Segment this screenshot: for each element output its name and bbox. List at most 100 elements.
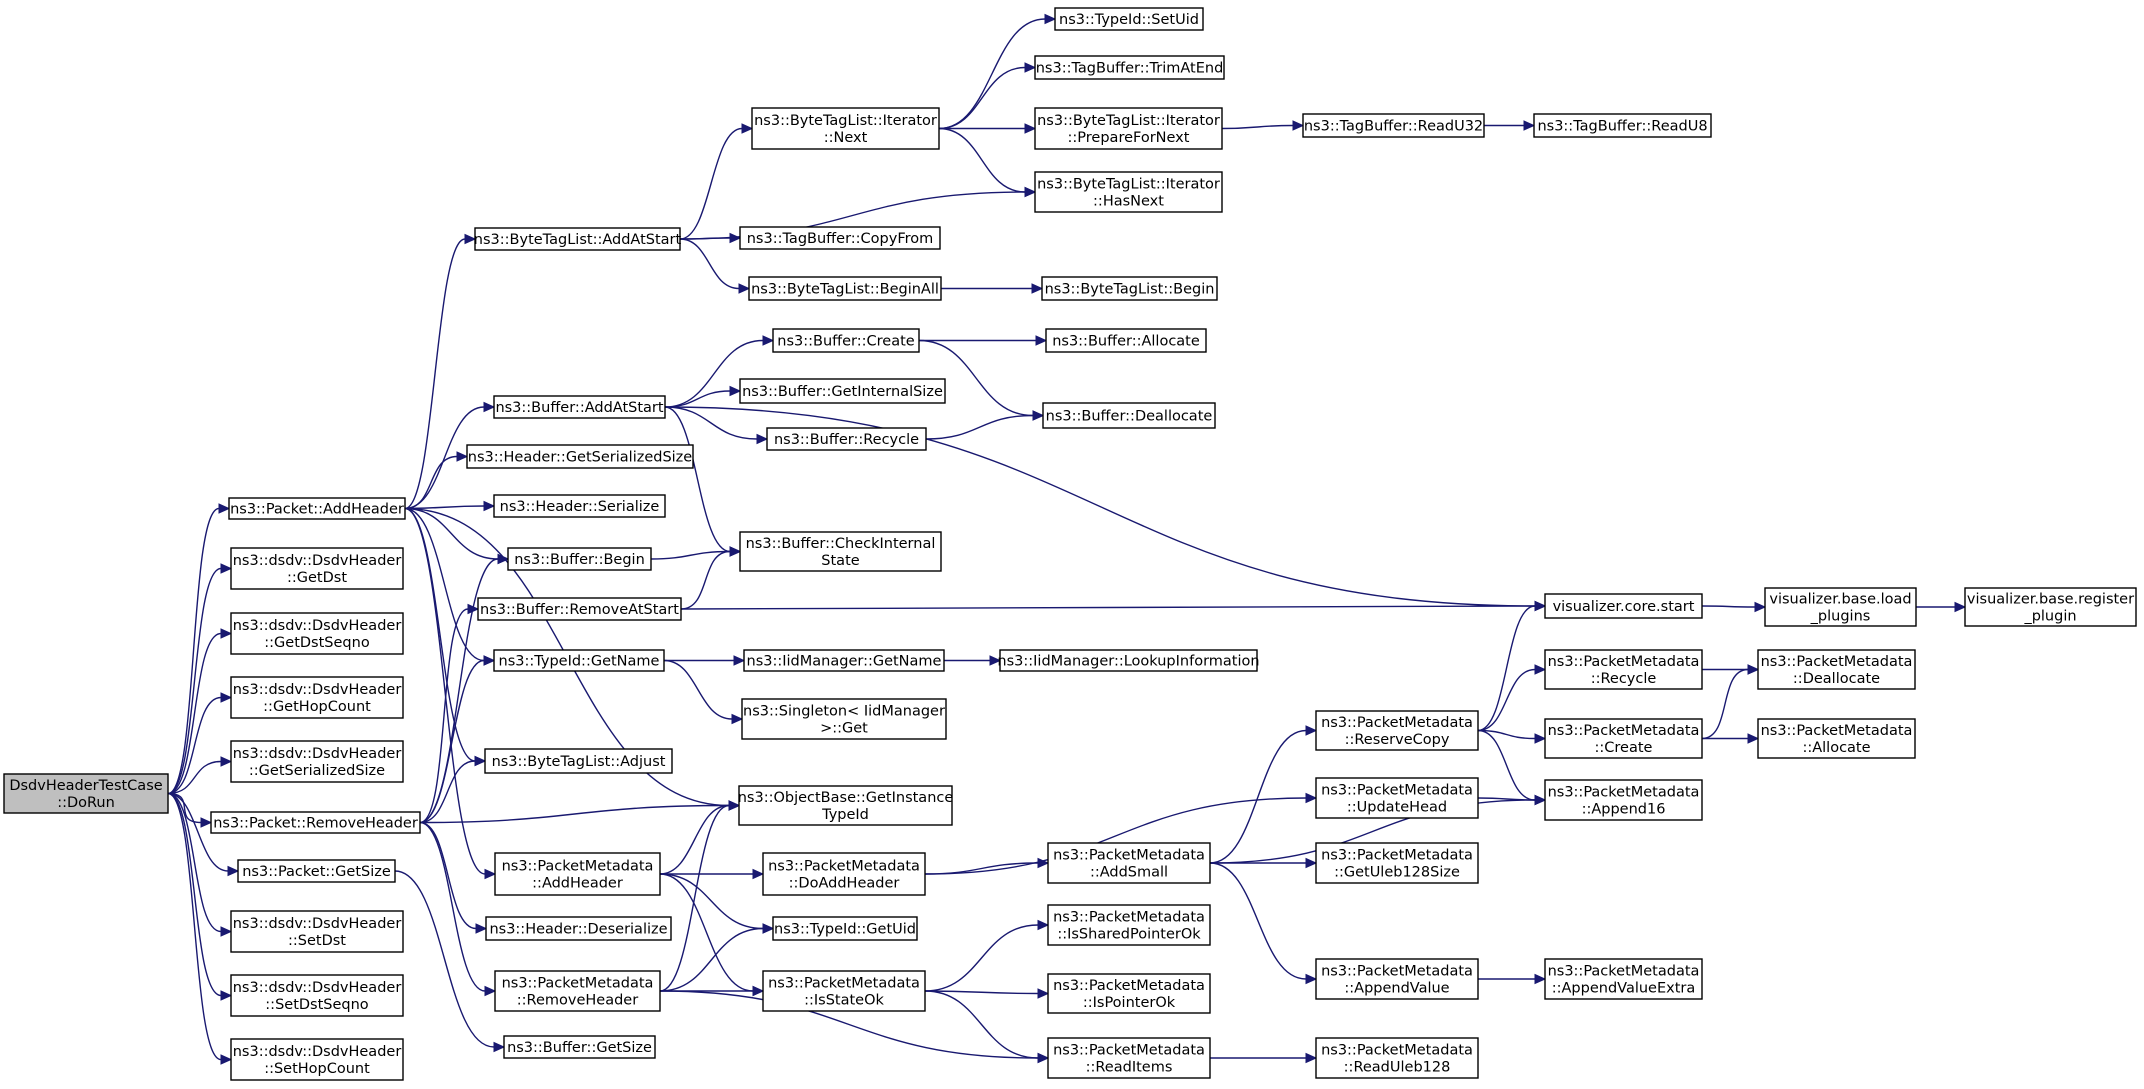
edge-tid_getname-to-singleton_get — [663, 659, 733, 720]
node-pm_readuleb128[interactable]: ns3::PacketMetadata::ReadUleb128 — [1315, 1037, 1479, 1079]
node-pm_addheader[interactable]: ns3::PacketMetadata::AddHeader — [494, 852, 661, 896]
node-box — [466, 444, 694, 469]
node-gethopcount[interactable]: ns3::dsdv::DsdvHeader::GetHopCount — [230, 676, 404, 719]
node-dorun[interactable]: DsdvHeaderTestCase::DoRun — [3, 773, 169, 814]
node-pm_updatehead[interactable]: ns3::PacketMetadata::UpdateHead — [1315, 777, 1479, 819]
node-p_removeheader[interactable]: ns3::Packet::RemoveHeader — [210, 811, 421, 834]
node-label: ::Next — [824, 130, 868, 146]
node-tid_getuid[interactable]: ns3::TypeId::GetUid — [772, 916, 918, 941]
node-iid_lookupinformation[interactable]: ns3::IidManager::LookupInformation — [997, 649, 1260, 672]
node-tb_trimatend[interactable]: ns3::TagBuffer::TrimAtEnd — [1034, 55, 1225, 80]
node-pm_isstateok[interactable]: ns3::PacketMetadata::IsStateOk — [762, 970, 926, 1012]
node-b_getinternalsize[interactable]: ns3::Buffer::GetInternalSize — [739, 378, 946, 404]
node-pm_issharedpointerok[interactable]: ns3::PacketMetadata::IsSharedPointerOk — [1047, 904, 1211, 946]
node-pm_deallocate[interactable]: ns3::PacketMetadata::Deallocate — [1757, 649, 1916, 690]
node-h_deserialize[interactable]: ns3::Header::Deserialize — [485, 916, 672, 941]
edge-vis_core_start-to-vis_base_load_plugins — [1701, 605, 1756, 608]
node-p_getsize[interactable]: ns3::Packet::GetSize — [237, 859, 396, 883]
node-b_getsize[interactable]: ns3::Buffer::GetSize — [503, 1035, 656, 1059]
node-singleton_get[interactable]: ns3::Singleton< IidManager>::Get — [741, 698, 947, 740]
node-box — [1047, 1037, 1211, 1079]
node-label: ns3::Buffer::Allocate — [1052, 334, 1200, 350]
node-vis_base_register_plugin[interactable]: visualizer.base.register_plugin — [1964, 587, 2137, 627]
node-b_removeatstart[interactable]: ns3::Buffer::RemoveAtStart — [477, 597, 682, 621]
node-pm_appendvalue[interactable]: ns3::PacketMetadata::AppendValue — [1315, 958, 1479, 1000]
node-h_serialize[interactable]: ns3::Header::Serialize — [493, 494, 666, 518]
node-tb_copyfrom[interactable]: ns3::TagBuffer::CopyFrom — [739, 226, 941, 250]
node-p_addheader[interactable]: ns3::Packet::AddHeader — [228, 497, 406, 520]
arrowhead — [728, 800, 741, 811]
node-btl_addatstart[interactable]: ns3::ByteTagList::AddAtStart — [474, 227, 682, 251]
node-label: TypeId — [821, 807, 869, 823]
node-label: ns3::IidManager::LookupInformation — [997, 654, 1259, 670]
node-pm_append16[interactable]: ns3::PacketMetadata::Append16 — [1544, 779, 1703, 821]
node-sethopcount[interactable]: ns3::dsdv::DsdvHeader::SetHopCount — [230, 1038, 404, 1081]
node-label: ::IsPointerOk — [1083, 995, 1176, 1011]
node-getdst[interactable]: ns3::dsdv::DsdvHeader::GetDst — [230, 547, 404, 590]
node-tid_getname[interactable]: ns3::TypeId::GetName — [493, 649, 665, 672]
node-b_recycle[interactable]: ns3::Buffer::Recycle — [766, 427, 927, 451]
node-pm_reservecopy[interactable]: ns3::PacketMetadata::ReserveCopy — [1315, 710, 1479, 751]
node-tb_readu8[interactable]: ns3::TagBuffer::ReadU8 — [1533, 113, 1712, 138]
node-pm_removeheader[interactable]: ns3::PacketMetadata::RemoveHeader — [494, 970, 661, 1012]
node-pm_allocate[interactable]: ns3::PacketMetadata::Allocate — [1757, 718, 1916, 759]
node-pm_appendvalueextra[interactable]: ns3::PacketMetadata::AppendValueExtra — [1544, 958, 1703, 1000]
node-box — [1315, 710, 1479, 751]
node-b_create[interactable]: ns3::Buffer::Create — [772, 328, 920, 353]
node-btli_next[interactable]: ns3::ByteTagList::Iterator::Next — [751, 107, 940, 150]
arrowhead — [220, 756, 233, 767]
node-vis_base_load_plugins[interactable]: visualizer.base.load_plugins — [1764, 587, 1917, 627]
node-pm_recycle[interactable]: ns3::PacketMetadata::Recycle — [1544, 649, 1703, 690]
node-b_addatstart[interactable]: ns3::Buffer::AddAtStart — [493, 395, 666, 419]
arrowhead — [220, 628, 233, 639]
node-getserializedsize[interactable]: ns3::dsdv::DsdvHeader::GetSerializedSize — [230, 740, 404, 783]
node-btl_beginall[interactable]: ns3::ByteTagList::BeginAll — [748, 276, 942, 301]
node-b_allocate[interactable]: ns3::Buffer::Allocate — [1045, 328, 1207, 353]
node-pm_getuleb128size[interactable]: ns3::PacketMetadata::GetUleb128Size — [1315, 842, 1479, 884]
node-b_deallocate[interactable]: ns3::Buffer::Deallocate — [1042, 402, 1216, 429]
node-getdstseqno[interactable]: ns3::dsdv::DsdvHeader::GetDstSeqno — [230, 612, 404, 655]
node-label: ns3::dsdv::DsdvHeader — [233, 916, 402, 932]
arrowhead — [200, 817, 213, 828]
node-label: ns3::dsdv::DsdvHeader — [233, 1044, 402, 1060]
node-label: ns3::TagBuffer::ReadU8 — [1537, 119, 1707, 135]
node-label: ns3::PacketMetadata — [1321, 783, 1473, 799]
node-setdst[interactable]: ns3::dsdv::DsdvHeader::SetDst — [230, 910, 404, 953]
node-pm_readitems[interactable]: ns3::PacketMetadata::ReadItems — [1047, 1037, 1211, 1079]
node-box — [230, 740, 404, 783]
node-label: visualizer.core.start — [1553, 599, 1695, 615]
node-box — [1302, 113, 1485, 138]
node-b_begin[interactable]: ns3::Buffer::Begin — [507, 547, 652, 571]
node-btli_preparefornext[interactable]: ns3::ByteTagList::Iterator::PrepareForNe… — [1034, 107, 1223, 150]
node-btl_adjust[interactable]: ns3::ByteTagList::Adjust — [484, 748, 673, 774]
node-vis_core_start[interactable]: visualizer.core.start — [1544, 593, 1703, 619]
node-box — [230, 974, 404, 1017]
node-h_getserializedsize[interactable]: ns3::Header::GetSerializedSize — [466, 444, 694, 469]
node-label: ns3::TagBuffer::ReadU32 — [1304, 119, 1483, 135]
arrowhead — [1305, 725, 1318, 736]
node-btli_hasnext[interactable]: ns3::ByteTagList::Iterator::HasNext — [1034, 171, 1223, 213]
arrowhead — [1035, 335, 1048, 346]
edge-pm_reservecopy-to-pm_recycle — [1477, 668, 1536, 732]
arrowhead — [729, 385, 742, 397]
node-pm_doaddheader[interactable]: ns3::PacketMetadata::DoAddHeader — [762, 852, 926, 896]
node-setdstseqno[interactable]: ns3::dsdv::DsdvHeader::SetDstSeqno — [230, 974, 404, 1017]
node-btl_begin[interactable]: ns3::ByteTagList::Begin — [1041, 276, 1218, 301]
node-pm_create[interactable]: ns3::PacketMetadata::Create — [1544, 718, 1703, 759]
node-box — [1047, 973, 1211, 1014]
edge-dorun-to-getdst — [167, 567, 222, 795]
node-label: ::ReadItems — [1086, 1060, 1173, 1076]
arrowhead — [741, 123, 754, 134]
edge-p_addheader-to-b_begin — [404, 507, 499, 560]
node-tb_readu32[interactable]: ns3::TagBuffer::ReadU32 — [1302, 113, 1485, 138]
node-iid_getname[interactable]: ns3::IidManager::GetName — [743, 649, 945, 672]
arrowhead — [484, 868, 497, 880]
node-pm_addsmall[interactable]: ns3::PacketMetadata::AddSmall — [1047, 842, 1211, 884]
node-box — [1034, 55, 1225, 80]
node-pm_ispointerok[interactable]: ns3::PacketMetadata::IsPointerOk — [1047, 973, 1211, 1014]
node-tid_setuid[interactable]: ns3::TypeId::SetUid — [1054, 7, 1204, 31]
edge-p_removeheader-to-pm_removeheader — [419, 821, 486, 992]
arrowhead — [493, 1041, 506, 1053]
